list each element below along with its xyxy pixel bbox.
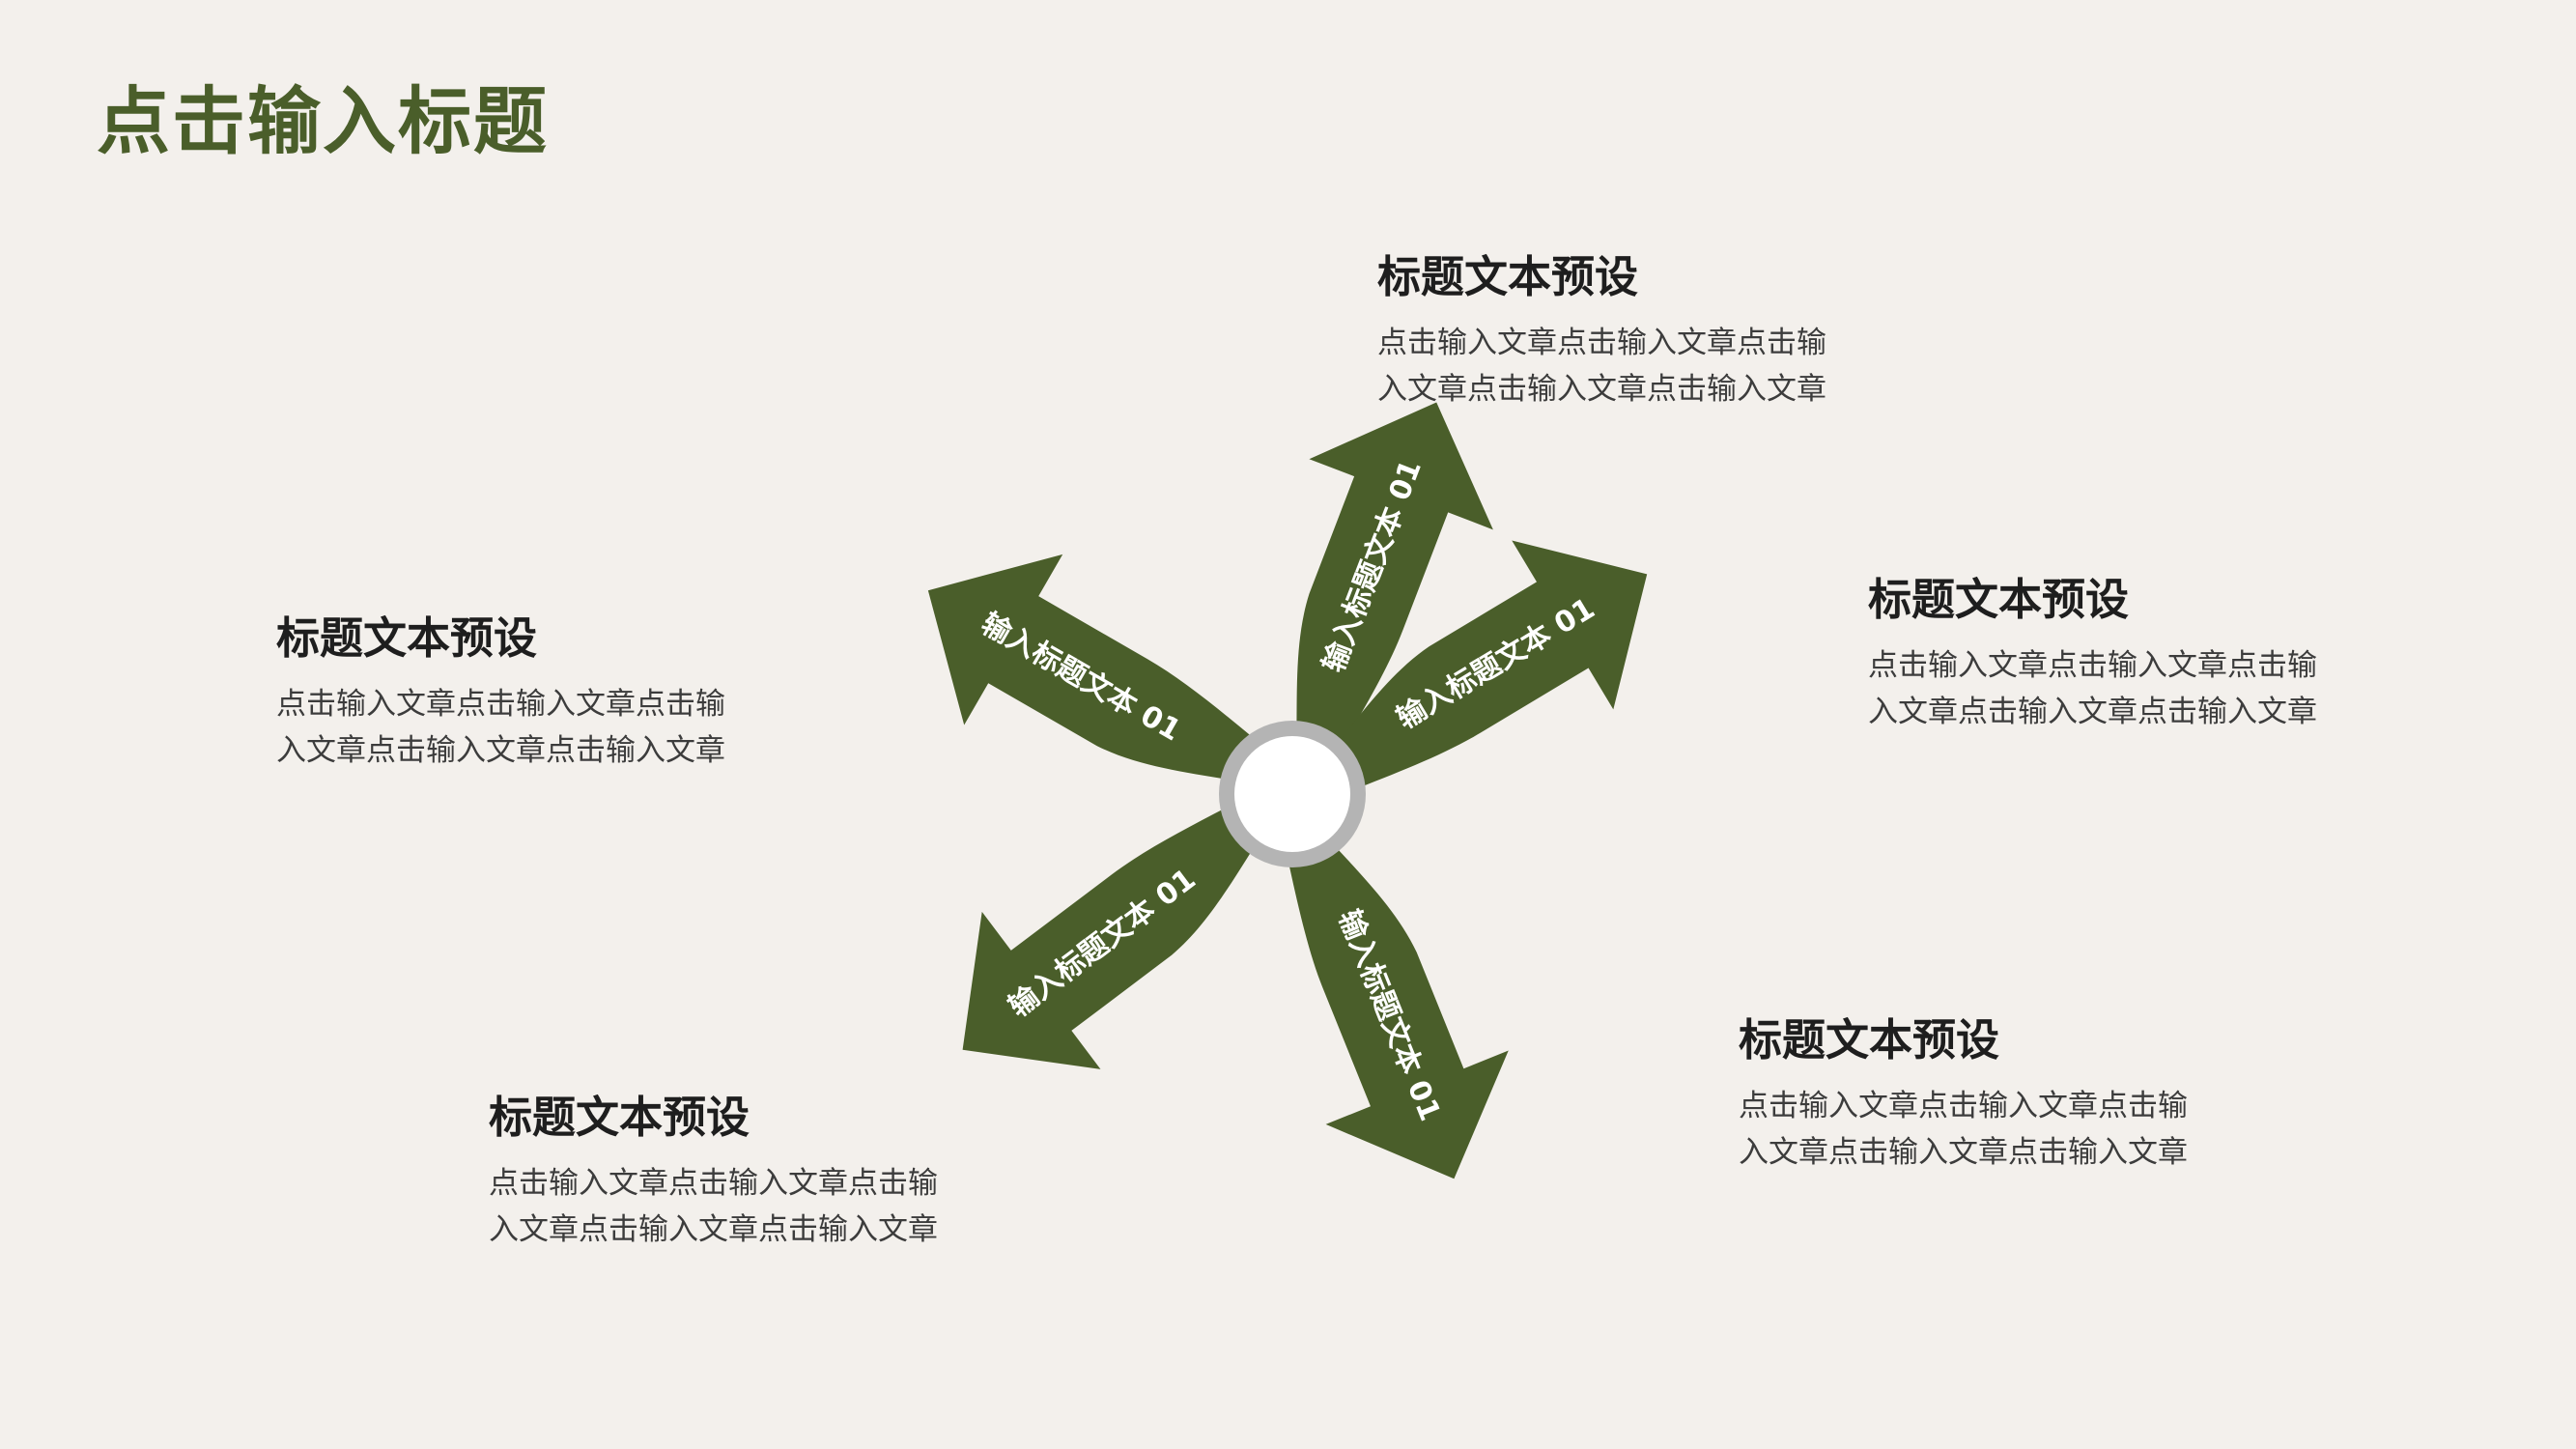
block-line: 点击输入文章点击输入文章点击输: [489, 1165, 938, 1201]
block-line: 入文章点击输入文章点击输入文章: [276, 732, 725, 768]
block-line: 入文章点击输入文章点击输入文章: [1739, 1134, 2188, 1170]
block-heading: 标题文本预设: [1377, 251, 1639, 302]
block-line: 入文章点击输入文章点击输入文章: [489, 1211, 938, 1247]
text-block-right: 标题文本预设 点击输入文章点击输入文章点击输 入文章点击输入文章点击输入文章: [1868, 572, 2390, 735]
hub-center[interactable]: [1234, 736, 1350, 852]
text-block-top: 标题文本预设 点击输入文章点击输入文章点击输 入文章点击输入文章点击输入文章: [1377, 249, 1899, 412]
block-body: 点击输入文章点击输入文章点击输 入文章点击输入文章点击输入文章: [276, 681, 778, 774]
block-body: 点击输入文章点击输入文章点击输 入文章点击输入文章点击输入文章: [1868, 642, 2370, 735]
block-line: 点击输入文章点击输入文章点击输: [276, 686, 725, 722]
block-heading: 标题文本预设: [1868, 574, 2130, 625]
arrow-shape: [1272, 786, 1509, 1179]
block-body: 点击输入文章点击输入文章点击输 入文章点击输入文章点击输入文章: [489, 1160, 991, 1253]
page-title: 点击输入标题: [97, 78, 549, 164]
block-body: 点击输入文章点击输入文章点击输 入文章点击输入文章点击输入文章: [1739, 1083, 2241, 1176]
text-block-left: 标题文本预设 点击输入文章点击输入文章点击输 入文章点击输入文章点击输入文章: [276, 611, 798, 774]
block-heading: 标题文本预设: [276, 612, 538, 664]
flow-arrow[interactable]: 输入标题文本 01: [879, 505, 1347, 890]
block-line: 入文章点击输入文章点击输入文章: [1377, 371, 1826, 407]
block-line: 点击输入文章点击输入文章点击输: [1868, 647, 2317, 683]
block-heading: 标题文本预设: [1739, 1014, 2000, 1065]
text-block-bottom-right: 标题文本预设 点击输入文章点击输入文章点击输 入文章点击输入文章点击输入文章: [1739, 1012, 2260, 1176]
block-heading: 标题文本预设: [489, 1092, 750, 1143]
block-body: 点击输入文章点击输入文章点击输 入文章点击输入文章点击输入文章: [1377, 320, 1880, 412]
block-line: 点击输入文章点击输入文章点击输: [1377, 325, 1826, 360]
arrow-shape: [962, 774, 1298, 1069]
arrow-shape: [927, 554, 1310, 796]
arrow-shape: [1292, 402, 1493, 810]
arrow-shape: [1286, 540, 1648, 814]
block-line: 入文章点击输入文章点击输入文章: [1868, 694, 2317, 729]
block-line: 点击输入文章点击输入文章点击输: [1739, 1088, 2188, 1123]
text-block-bottom-left: 标题文本预设 点击输入文章点击输入文章点击输 入文章点击输入文章点击输入文章: [489, 1090, 1010, 1253]
